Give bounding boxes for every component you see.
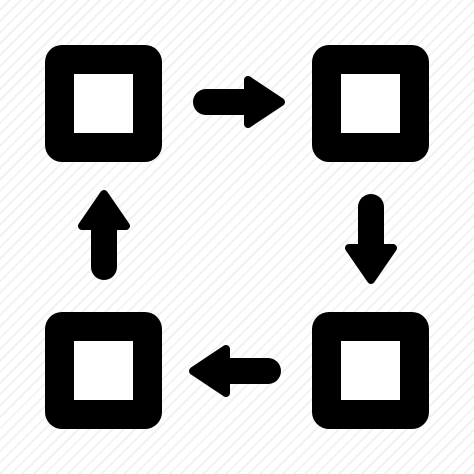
arrow-left-icon bbox=[189, 345, 281, 397]
node-top-right bbox=[312, 45, 429, 162]
arrow-up-icon bbox=[78, 190, 130, 280]
node-bottom-left bbox=[45, 312, 162, 429]
node-top-left bbox=[45, 45, 162, 162]
node-bottom-right bbox=[312, 312, 429, 429]
arrow-right-icon bbox=[193, 76, 285, 128]
arrow-down-icon bbox=[345, 194, 397, 284]
